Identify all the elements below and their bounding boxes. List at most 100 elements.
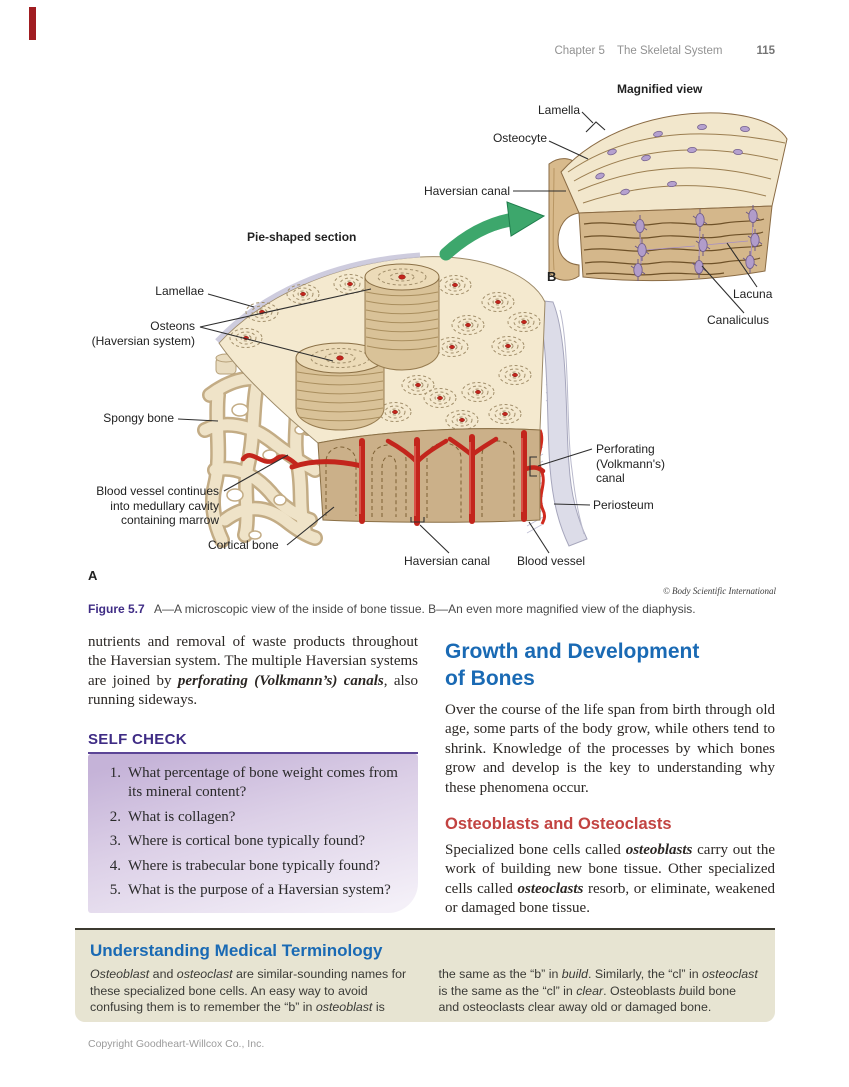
text-columns: nutrients and removal of waste products … <box>88 633 775 919</box>
label-b-marker: B <box>547 269 557 284</box>
question-number: 4. <box>109 857 121 874</box>
t2-p6: lear away old or damaged bone. <box>534 1000 712 1015</box>
osteon-cylinders <box>295 263 440 431</box>
terminology-box: Understanding Medical Terminology Osteob… <box>75 930 775 1022</box>
ob-part2: carry out the work of building new bone … <box>445 842 775 897</box>
figure-caption: Figure 5.7 A—A microscopic view of the i… <box>88 602 778 616</box>
right-column: Growth and Development of Bones Over the… <box>445 633 775 919</box>
t2-i3: clear <box>576 983 604 998</box>
intro-part2: , also running sideways. <box>88 672 418 709</box>
self-check-box: 1. What percentage of bone weight comes … <box>88 753 418 913</box>
label-haversian-canal-bottom: Haversian canal <box>404 554 491 568</box>
section-heading-line2: of Bones <box>445 666 535 690</box>
label-osteocyte: Osteocyte <box>492 131 547 145</box>
label-perforating-line2: (Volkmann's) <box>596 456 665 471</box>
self-check-question: 2. What is collagen? <box>102 808 406 828</box>
label-spongy-bone: Spongy bone <box>103 411 174 425</box>
t2-p1: the same as the “b” in <box>438 967 562 981</box>
label-osteons-line2: (Haversian system) <box>91 333 195 348</box>
question-text: Where is cortical bone typically found? <box>128 833 365 850</box>
self-check-title: SELF CHECK <box>88 730 187 748</box>
t1-i1: Osteoblast <box>90 967 150 981</box>
self-check-rule <box>88 751 418 754</box>
self-check-section: SELF CHECK 1. What percentage of bone we… <box>88 731 418 913</box>
figure-caption-label: Figure 5.7 <box>88 602 145 616</box>
question-number: 1. <box>109 764 121 781</box>
question-number: 5. <box>109 882 121 899</box>
intro-part1: nutrients and removal of waste products … <box>88 634 418 689</box>
label-magnified-view: Magnified view <box>617 82 703 96</box>
label-periosteum: Periosteum <box>593 498 654 512</box>
cortical-bone-front-face <box>317 428 541 523</box>
t1-p1: and <box>149 967 177 981</box>
intro-term: perforating (Volkmann’s) canals <box>177 672 384 689</box>
intro-paragraph: nutrients and removal of waste products … <box>88 633 418 711</box>
section-heading-line1: Growth and Development <box>445 640 700 663</box>
self-check-question: 3. Where is cortical bone typically foun… <box>102 832 406 852</box>
figure-caption-text: A—A microscopic view of the inside of bo… <box>154 602 696 616</box>
magnify-arrow <box>439 201 546 261</box>
t1-p3: is <box>372 1000 385 1015</box>
label-osteons: Osteons (Haversian system) <box>60 319 195 348</box>
t2-p5: uild bone and osteoclasts <box>438 983 737 1015</box>
label-perforating-line1: Perforating <box>596 442 655 456</box>
left-column: nutrients and removal of waste products … <box>88 633 418 919</box>
label-canaliculus: Canaliculus <box>707 313 770 327</box>
ob-part3: resorb, or eliminate, weakened or damage… <box>445 880 775 917</box>
label-lacuna: Lacuna <box>733 287 773 301</box>
label-bvc-line3: containing marrow <box>120 513 219 528</box>
header-page-number: 115 <box>756 45 775 57</box>
label-lamellae: Lamellae <box>155 284 204 298</box>
header-chapter: Chapter 5 <box>554 45 605 57</box>
question-text: What is the purpose of a Haversian syste… <box>128 882 391 899</box>
header-book-title: The Skeletal System <box>616 45 723 57</box>
label-blood-vessel-continues: Blood vessel continues into medullary ca… <box>85 484 219 528</box>
label-a-marker: A <box>88 568 98 583</box>
t1-i3: osteoblast <box>315 1000 373 1015</box>
t1-i2: osteoclast <box>176 967 233 981</box>
figure-credit: © Body Scientific International <box>662 586 776 596</box>
subsection-heading: Osteoblasts and Osteoclasts <box>445 815 672 834</box>
label-pie-shaped-section: Pie-shaped section <box>247 230 357 244</box>
label-osteons-line1: Osteons <box>150 319 195 333</box>
t2-i4: b <box>678 983 686 998</box>
terminology-top-rule <box>75 928 775 931</box>
t2-i2: osteoclast <box>702 967 758 981</box>
label-lamella: Lamella <box>537 103 580 117</box>
terminology-columns: Osteoblast and osteoclast are similar-so… <box>90 966 760 1016</box>
page-edge-mark <box>29 7 36 40</box>
label-perforating-canal: Perforating (Volkmann's) canal <box>596 442 665 486</box>
ob-term1: osteoblasts <box>625 842 693 859</box>
self-check-question: 1. What percentage of bone weight comes … <box>102 764 406 803</box>
question-number: 2. <box>109 808 121 825</box>
question-text: What is collagen? <box>128 808 236 825</box>
t2-i5: c <box>528 1000 535 1015</box>
blood-vessels-drawing <box>289 430 546 526</box>
label-bvc-line2: into medullary cavity <box>110 498 219 513</box>
label-cortical-bone: Cortical bone <box>208 538 279 552</box>
ob-part1: Specialized bone cells called <box>445 842 626 859</box>
question-text: What percentage of bone weight comes fro… <box>128 764 398 801</box>
growth-paragraph: Over the course of the life span from bi… <box>445 702 775 796</box>
osteoblasts-paragraph: Specialized bone cells called osteoblast… <box>445 841 775 919</box>
label-haversian-canal-top: Haversian canal <box>423 184 510 198</box>
copyright-footer: Copyright Goodheart-Willcox Co., Inc. <box>88 1038 265 1050</box>
section-heading: Growth and Development of Bones <box>445 639 775 692</box>
question-number: 3. <box>109 833 121 850</box>
terminology-col2: the same as the “b” in build. Similarly,… <box>439 966 761 1016</box>
t2-p2: . Similarly, the “cl” in <box>587 967 703 981</box>
self-check-question: 5. What is the purpose of a Haversian sy… <box>102 881 406 901</box>
label-bvc-line1: Blood vessel continues <box>96 484 219 498</box>
self-check-question: 4. Where is trabecular bone typically fo… <box>102 857 406 877</box>
terminology-title: Understanding Medical Terminology <box>90 941 383 960</box>
t2-i1: build <box>561 967 588 981</box>
t1-p2: are similar-sounding names for these spe… <box>90 967 407 1015</box>
label-perforating-line3: canal <box>596 471 625 486</box>
magnified-wedge-b <box>548 112 788 282</box>
t2-p4: . Osteoblasts <box>603 983 679 998</box>
page-header: Chapter 5 The Skeletal System 115 <box>0 45 775 57</box>
terminology-col1: Osteoblast and osteoclast are similar-so… <box>90 966 412 1016</box>
leader-lines <box>177 111 758 554</box>
label-blood-vessel: Blood vessel <box>517 554 586 568</box>
